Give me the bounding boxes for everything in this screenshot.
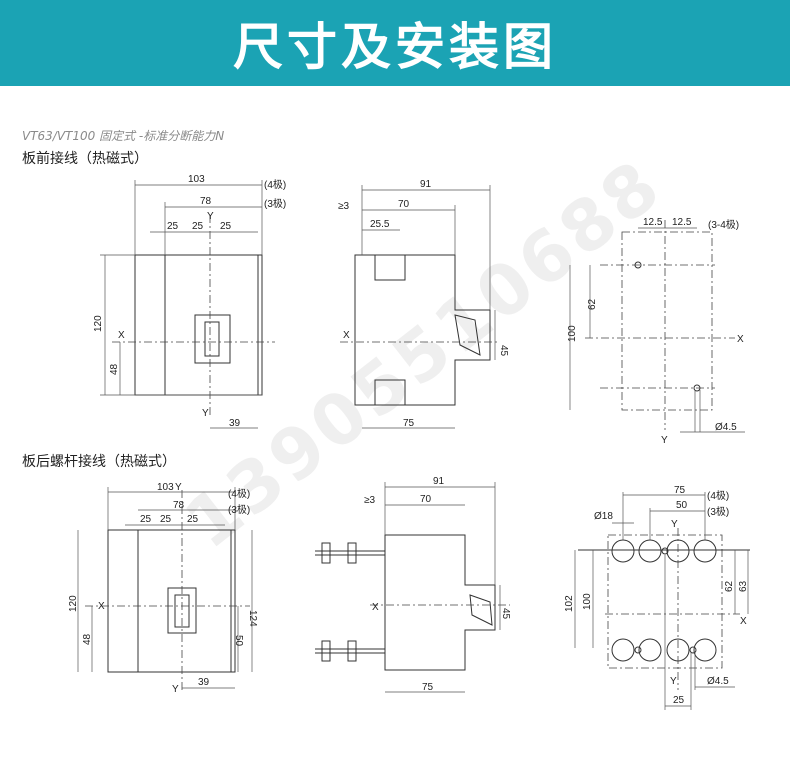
dim-width-3p: 78 [200,196,212,207]
axis-y: Y [671,519,678,530]
label-4-pole: (4极) [228,487,250,500]
label-4-pole: (4极) [707,489,729,502]
model-subtitle: VT63/VT100 固定式 -标准分断能力N [22,129,225,143]
terminal-stud-bottom [315,640,385,662]
dim-62: 62 [724,580,735,592]
section-heading-front: 板前接线（热磁式） [22,151,148,167]
dim-depth-75: 75 [403,418,415,429]
axis-x: X [98,601,105,612]
dim-gap: ≥3 [338,201,349,212]
dim-width-3p: 78 [173,500,185,511]
dim-height-48: 48 [109,363,120,375]
dim-pitch-3: 25 [220,221,232,232]
dim-depth-25-5: 25.5 [370,219,390,230]
dim-gap: ≥3 [364,495,375,506]
label-3-4-pole: (3-4极) [708,218,739,231]
dim-bottom-39: 39 [198,677,210,688]
dim-12-5-left: 12.5 [643,217,663,228]
axis-y-bottom: Y [670,676,677,687]
dim-hole: Ø4.5 [715,422,737,433]
dim-height: 120 [93,315,104,332]
dim-63: 63 [738,580,749,592]
rear-side-view-drawing: 91 ≥3 70 45 75 X [315,476,511,693]
axis-y-bottom: Y [172,684,179,695]
dim-pitch-1: 25 [140,514,152,525]
dim-100: 100 [582,593,593,610]
title-banner: 尺寸及安装图 [0,0,790,86]
section-heading-rear: 板后螺杆接线（热磁式） [22,454,176,470]
dim-bottom-39: 39 [229,418,241,429]
dim-pitch-25: 25 [673,695,685,706]
dim-height-124: 124 [247,610,258,627]
axis-y: Y [175,482,182,493]
dim-handle-45: 45 [500,608,511,620]
dim-width-4p: 75 [674,485,686,496]
dim-handle-45: 45 [498,345,509,357]
dim-pitch-2: 25 [160,514,172,525]
page-title: 尺寸及安装图 [233,18,557,76]
dim-depth-91: 91 [433,476,445,487]
axis-x: X [372,602,379,613]
axis-x: X [343,330,350,341]
label-3-pole: (3极) [228,503,250,516]
side-view-drawing: 91 ≥3 70 25.5 45 75 X [338,179,509,429]
axis-y-bottom: Y [202,408,209,419]
label-4-pole: (4极) [264,178,286,191]
dim-width-4p: 103 [157,482,174,493]
axis-x: X [740,616,747,627]
dim-terminal-diameter: Ø18 [594,511,613,522]
mount-view-drawing: 12.5 12.5 (3-4极) 100 62 X Ø4.5 Y [567,217,745,446]
label-3-pole: (3极) [707,505,729,518]
dim-102: 102 [564,595,575,612]
dim-12-5-right: 12.5 [672,217,692,228]
axis-x: X [737,334,744,345]
axis-y: Y [661,435,668,446]
dim-width-4p: 103 [188,174,205,185]
dim-pitch-1: 25 [167,221,179,232]
dim-62: 62 [587,298,598,310]
dim-depth-70: 70 [420,494,432,505]
dim-depth-75: 75 [422,682,434,693]
front-view-drawing: 103 78 (4极) (3极) Y 25 25 25 X 120 48 39 … [93,174,286,429]
label-3-pole: (3极) [264,197,286,210]
rear-front-view-drawing: 103 Y 78 (4极) (3极) 25 25 25 X 120 48 124… [68,482,258,695]
dim-width-3p: 50 [676,500,688,511]
dim-height-120: 120 [68,595,79,612]
dim-pitch-2: 25 [192,221,204,232]
dim-height-48: 48 [82,633,93,645]
dim-100: 100 [567,325,578,342]
dim-depth-70: 70 [398,199,410,210]
dim-height-50: 50 [233,635,244,647]
terminal-stud-top [315,542,385,564]
dim-depth-91: 91 [420,179,432,190]
rear-mount-view-drawing: 75 50 (4极) (3极) Ø18 Y 102 100 62 63 X Y … [564,485,750,710]
dim-hole: Ø4.5 [707,676,729,687]
axis-x: X [118,330,125,341]
axis-y: Y [207,211,214,222]
dim-pitch-3: 25 [187,514,199,525]
